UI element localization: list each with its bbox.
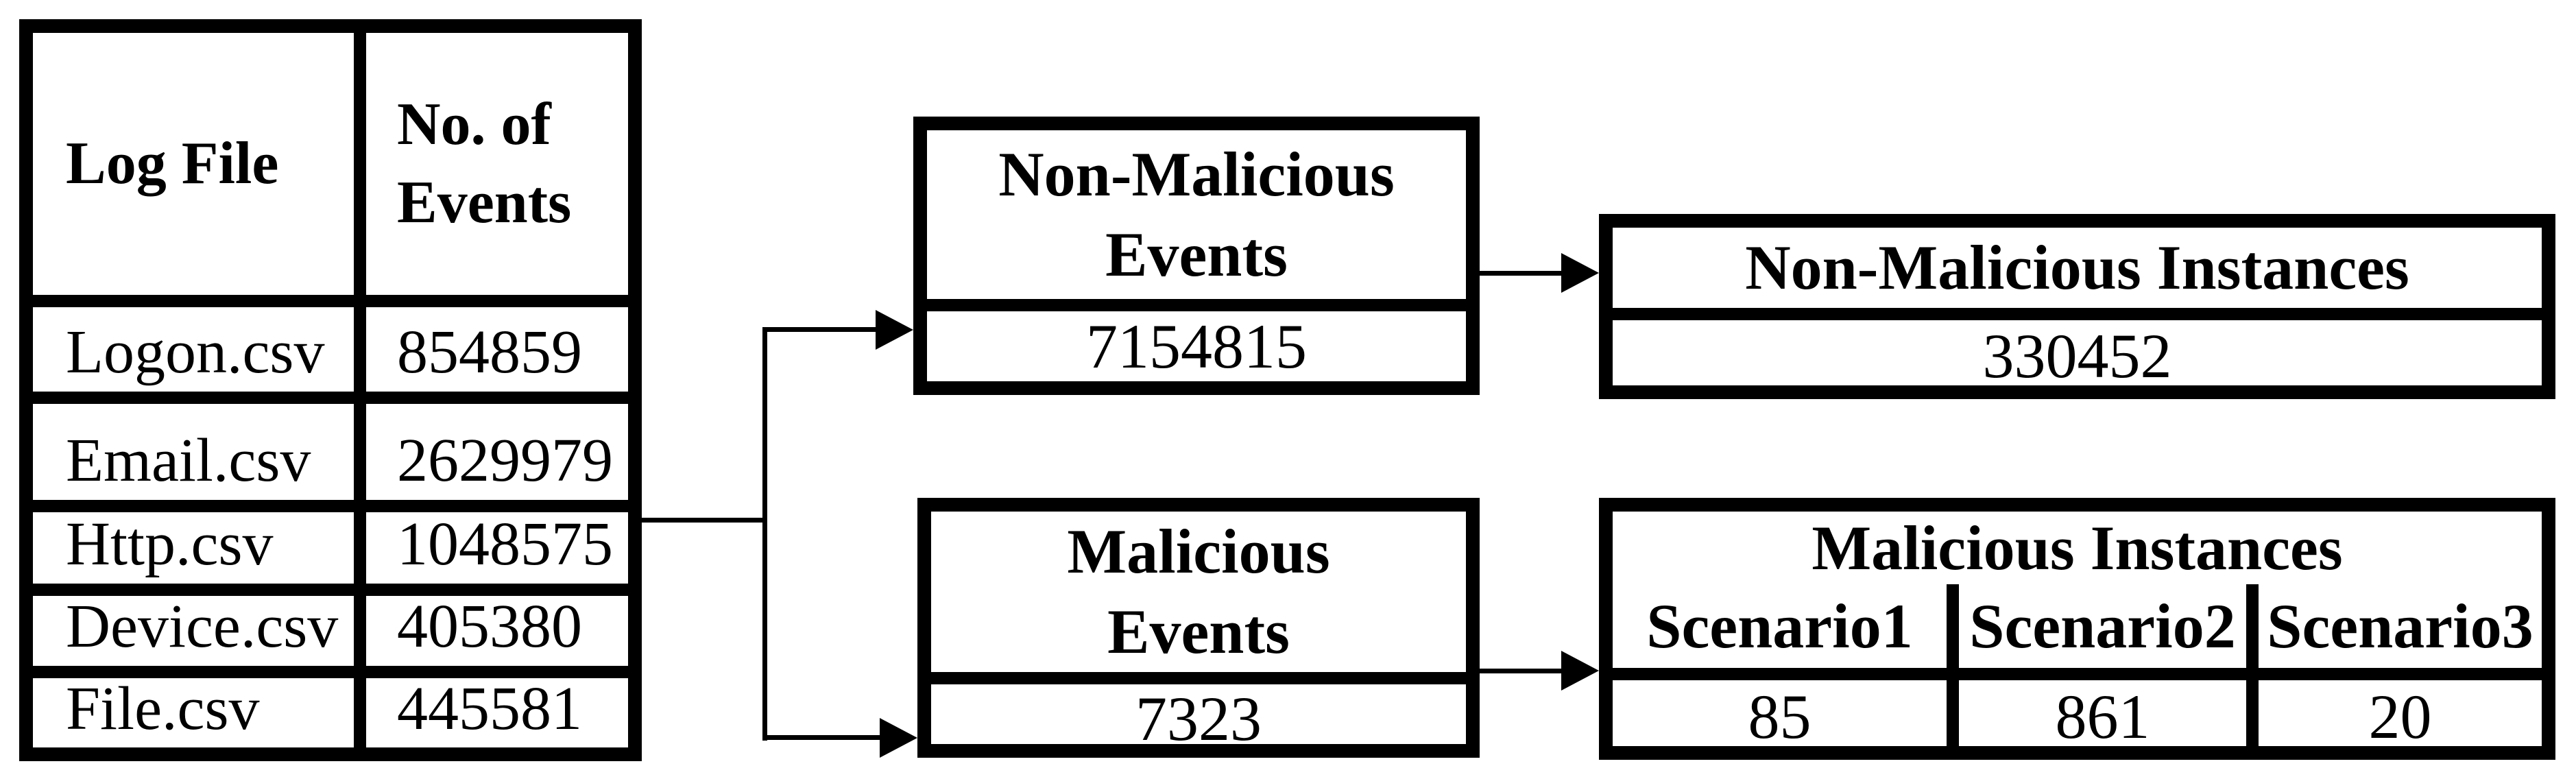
connector-branch-vertical-line — [762, 327, 767, 741]
events-count: 405380 — [397, 596, 582, 660]
arrowhead-to-malicious-instances-icon — [1561, 651, 1599, 691]
file-name: File.csv — [66, 678, 260, 743]
events-cell: 445581 — [354, 678, 628, 748]
scenario-values-row: 85 861 20 — [1613, 668, 2542, 753]
file-cell: Http.csv — [33, 512, 354, 584]
header-log-file-label: Log File — [66, 130, 279, 197]
file-name: Logon.csv — [66, 318, 325, 386]
non-malicious-events-title: Non-Malicious Events — [927, 130, 1466, 299]
events-count: 445581 — [397, 678, 582, 743]
file-cell: Logon.csv — [33, 307, 354, 392]
title-line-1: Non-Malicious — [998, 139, 1395, 210]
header-cell-log-file: Log File — [33, 33, 354, 295]
events-count: 2629979 — [397, 427, 613, 494]
arrowhead-to-malicious-events-icon — [880, 718, 917, 758]
file-name: Email.csv — [66, 427, 311, 494]
table-row-logon: Logon.csv 854859 — [33, 295, 628, 392]
scenario1-header: Scenario1 — [1646, 591, 1913, 661]
table-row-file: File.csv 445581 — [33, 666, 628, 748]
file-cell: Email.csv — [33, 404, 354, 500]
events-cell: 854859 — [354, 307, 628, 392]
header-cell-no-of-events: No. of Events — [354, 33, 628, 295]
scenario2-count: 861 — [1947, 680, 2246, 753]
non-malicious-events-count: 7154815 — [927, 299, 1466, 381]
events-cell: 1048575 — [354, 512, 628, 584]
malicious-events-title: Malicious Events — [931, 512, 1466, 672]
malicious-events-count: 7323 — [931, 671, 1466, 754]
table-row-device: Device.csv 405380 — [33, 584, 628, 666]
events-cell: 2629979 — [354, 404, 628, 500]
non-malicious-events-box: Non-Malicious Events 7154815 — [913, 117, 1480, 395]
header-no-of-events-label: No. of Events — [397, 91, 572, 236]
non-malicious-instances-count: 330452 — [1613, 307, 2542, 392]
log-table-header-row: Log File No. of Events — [33, 33, 628, 295]
log-file-table: Log File No. of Events Logon.csv 854859 … — [19, 19, 642, 761]
table-row-email: Email.csv 2629979 — [33, 392, 628, 500]
connector-events-to-instances-line — [1480, 271, 1561, 276]
connector-bottom-branch-line — [762, 735, 880, 740]
malicious-events-box: Malicious Events 7323 — [917, 498, 1480, 758]
non-malicious-instances-title: Non-Malicious Instances — [1745, 232, 2409, 302]
scenario3-header: Scenario3 — [2246, 584, 2542, 668]
file-name: Http.csv — [66, 512, 274, 578]
scenario-header-row: Scenario1 Scenario2 Scenario3 — [1613, 584, 2542, 668]
file-name: Device.csv — [66, 596, 339, 660]
arrowhead-to-non-malicious-instances-icon — [1561, 253, 1599, 293]
events-cell: 405380 — [354, 596, 628, 666]
malicious-instances-title: Malicious Instances — [1811, 513, 2343, 583]
arrowhead-to-non-malicious-events-icon — [876, 310, 913, 350]
malicious-instances-box: Malicious Instances Scenario1 Scenario2 … — [1599, 498, 2555, 760]
table-row-http: Http.csv 1048575 — [33, 500, 628, 584]
title-line-2: Events — [1107, 596, 1290, 667]
scenario3-count: 20 — [2246, 680, 2542, 753]
scenario2-header: Scenario2 — [1947, 584, 2246, 668]
connector-table-stem-line — [638, 518, 765, 523]
file-cell: Device.csv — [33, 596, 354, 666]
connector-top-branch-line — [762, 327, 876, 332]
scenario1-count: 85 — [1748, 682, 1811, 752]
title-line-1: Malicious — [1067, 516, 1330, 586]
connector-malicious-to-instances-line — [1480, 669, 1561, 673]
non-malicious-instances-box: Non-Malicious Instances 330452 — [1599, 214, 2555, 399]
events-count: 1048575 — [397, 512, 613, 578]
events-count: 854859 — [397, 318, 582, 386]
title-line-2: Events — [1105, 219, 1288, 289]
file-cell: File.csv — [33, 678, 354, 748]
